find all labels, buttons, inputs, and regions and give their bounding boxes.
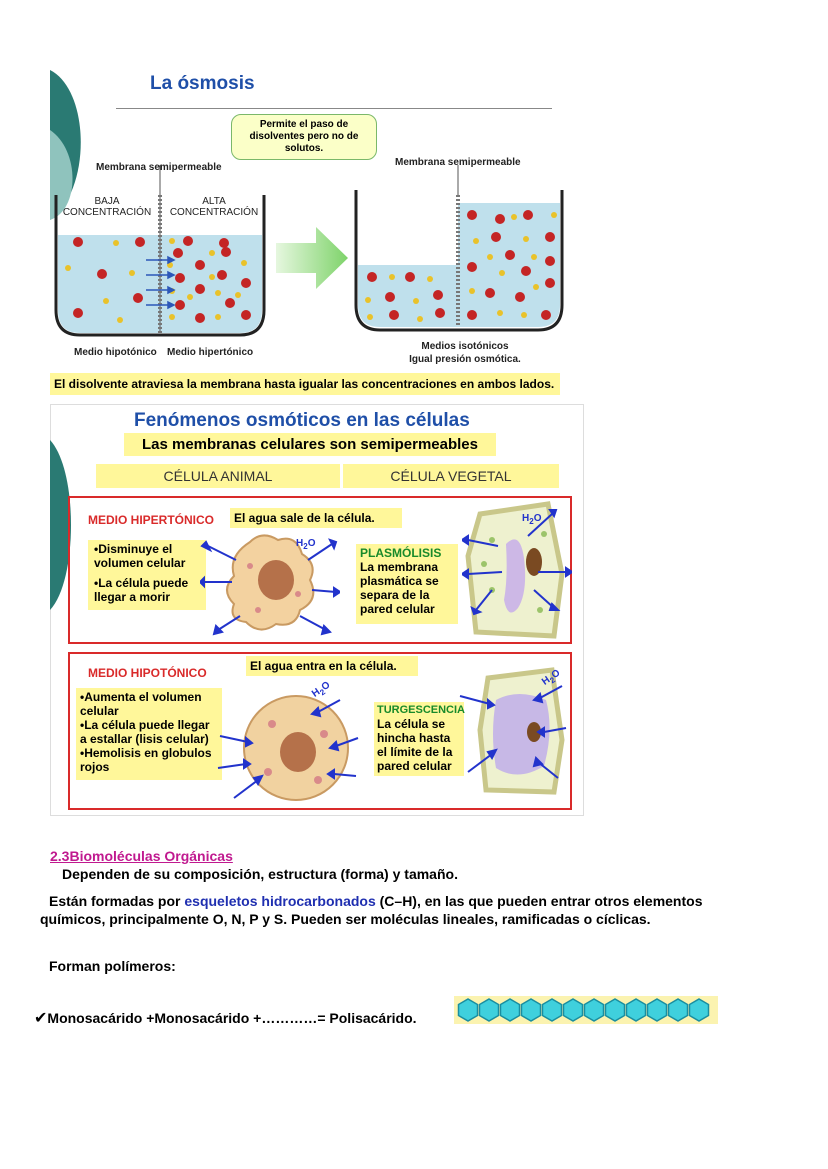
decorative-swirl <box>50 70 81 220</box>
skeleton-paragraph: Están formadas por esqueletos hidrocarbo… <box>40 893 703 927</box>
beaker-right <box>354 165 564 332</box>
plasmolysis-box: PLASMÓLISIS La membrana plasmática se se… <box>356 544 458 624</box>
hexagon-unit-icon <box>667 998 689 1022</box>
beaker-left <box>54 165 266 337</box>
hypertonic-label: Medio hipertónico <box>167 347 254 358</box>
check-icon: ✔ <box>34 1008 48 1027</box>
transition-arrow-icon <box>276 227 348 289</box>
figure-frame <box>50 404 584 816</box>
hypotonic-note: El agua entra en la célula. <box>246 656 418 676</box>
hexagon-unit-icon <box>541 998 563 1022</box>
hexagon-unit-icon <box>625 998 647 1022</box>
hexagon-unit-icon <box>457 998 479 1022</box>
h2o-label: H2O <box>522 513 542 526</box>
swollen-animal-cell <box>217 695 359 801</box>
turgescence-box: TURGESCENCIA La célula se hincha hasta e… <box>374 702 465 776</box>
hypotonic-heading: MEDIO HIPOTÓNICO <box>88 666 207 680</box>
isotonic-label: Medios isotónicos <box>421 341 509 352</box>
hypotonic-points: •Aumenta el volumen celular •La célula p… <box>76 688 222 780</box>
polymers-line: Forman polímeros: <box>49 958 176 974</box>
decorative-swirl <box>50 440 71 610</box>
osmosis-caption: El disolvente atraviesa la membrana hast… <box>50 373 560 395</box>
phenomena-title: Fenómenos osmóticos en las células <box>134 410 470 431</box>
title-rule <box>116 108 552 109</box>
column-vegetal: CÉLULA VEGETAL <box>343 464 559 488</box>
hexagon-unit-icon <box>562 998 584 1022</box>
polysaccharide-chain-icon <box>454 996 718 1024</box>
hypertonic-note: El agua sale de la célula. <box>230 508 402 528</box>
hexagon-unit-icon <box>499 998 521 1022</box>
hexagon-unit-icon <box>646 998 668 1022</box>
plasmolyzed-plant-cell <box>462 501 572 639</box>
polysaccharide-formula: ✔Monosacárido +Monosacárido +…………= Polis… <box>34 1008 417 1027</box>
hexagon-unit-icon <box>604 998 626 1022</box>
phenomena-subtitle: Las membranas celulares son semipermeabl… <box>124 433 496 456</box>
turgid-plant-cell <box>459 667 567 795</box>
hexagon-unit-icon <box>520 998 542 1022</box>
hexagon-unit-icon <box>688 998 710 1022</box>
osmosis-title: La ósmosis <box>150 73 255 94</box>
hexagon-unit-icon <box>478 998 500 1022</box>
hypotonic-panel <box>68 652 572 810</box>
h2o-label: H2O <box>296 538 316 551</box>
equal-pressure-label: Igual presión osmótica. <box>409 354 521 365</box>
composition-line: Dependen de su composición, estructura (… <box>62 866 458 882</box>
shrunken-animal-cell <box>200 534 340 636</box>
hypertonic-panel <box>68 496 572 644</box>
highlight-term: esqueletos hidrocarbonados <box>184 893 376 909</box>
hypertonic-points: •Disminuye el volumen celular •La célula… <box>88 540 206 610</box>
section-heading: 2.3Biomoléculas Orgánicas <box>50 848 233 864</box>
speech-bubble: Permite el paso de disolventes pero no d… <box>231 114 377 160</box>
membrane-label-right: Membrana semipermeable <box>395 157 521 168</box>
column-animal: CÉLULA ANIMAL <box>96 464 340 488</box>
membrane-label-left: Membrana semipermeable <box>96 162 222 173</box>
hexagon-unit-icon <box>583 998 605 1022</box>
hypertonic-heading: MEDIO HIPERTÓNICO <box>88 513 215 527</box>
hypotonic-label: Medio hipotónico <box>74 347 157 358</box>
